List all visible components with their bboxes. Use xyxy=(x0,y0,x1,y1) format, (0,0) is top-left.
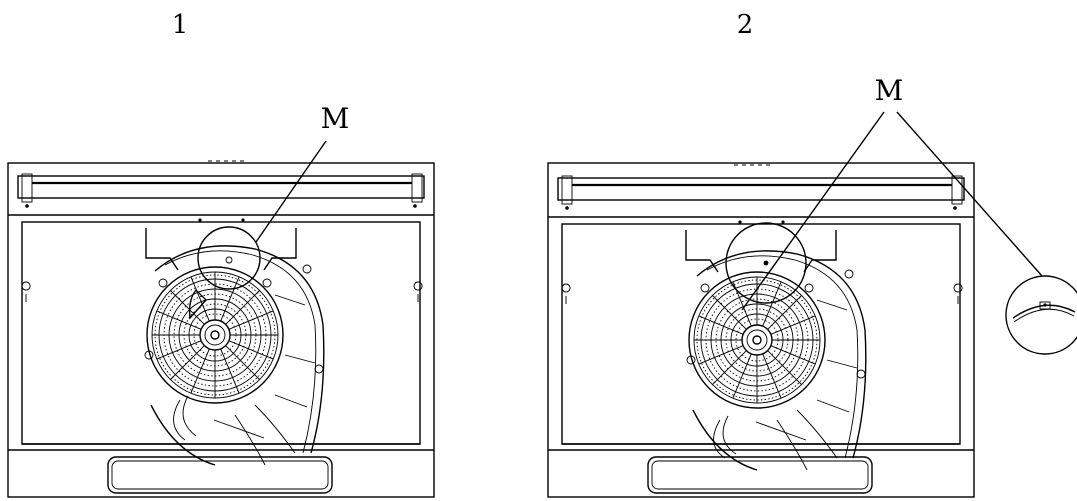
panel-number: 2 xyxy=(737,10,754,40)
panel-number: 1 xyxy=(172,10,189,40)
panel-1: 1 M xyxy=(7,10,435,498)
panel-2: 2 M xyxy=(547,10,1077,498)
callout-label: M xyxy=(321,102,350,135)
callout-label: M xyxy=(875,74,904,107)
